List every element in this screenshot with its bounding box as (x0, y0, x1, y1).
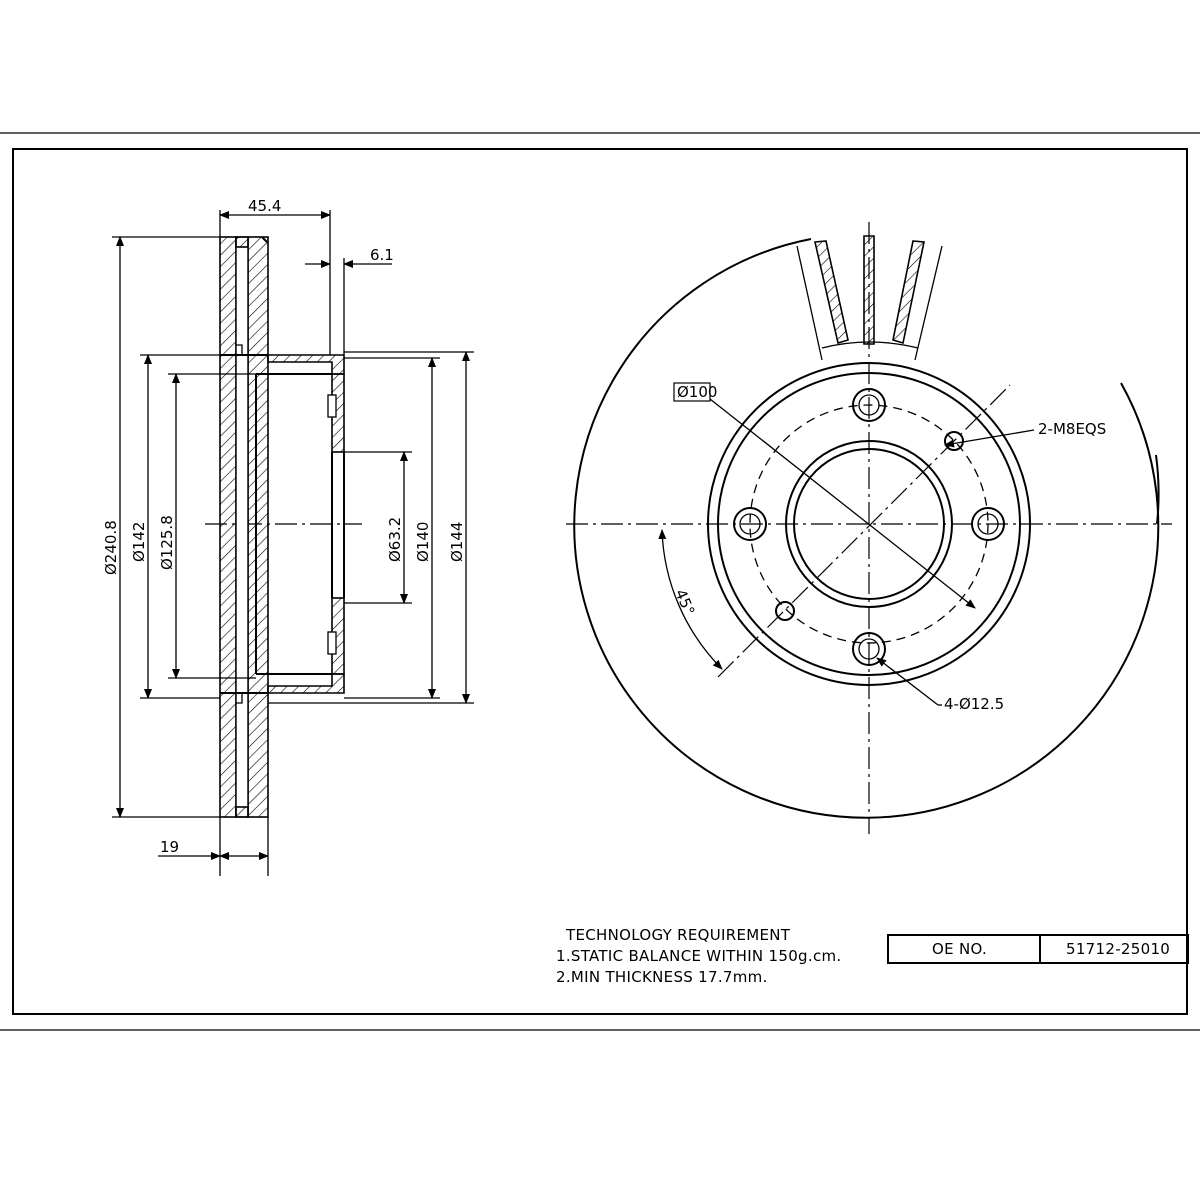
title-block-box (887, 934, 1189, 964)
rotor-outer-edge (573, 238, 1160, 819)
bolt-hole-section-bottom (327, 631, 337, 655)
vane-left (814, 240, 849, 345)
dim-142: Ø142 (130, 522, 148, 562)
thread-hole-lower (775, 601, 795, 621)
dim-240-8: Ø240.8 (102, 520, 120, 575)
hat-bottom-wall (267, 673, 345, 694)
dim-19: 19 (160, 838, 179, 856)
rotor-outer-edge-right (1155, 454, 1160, 525)
rotor-plate-inner (247, 236, 269, 818)
dim-thread-holes: 2-M8EQS (1038, 420, 1106, 438)
diag-centerline (717, 384, 1011, 678)
dim-125-8: Ø125.8 (158, 515, 176, 570)
pcd-dim-line (709, 398, 976, 609)
dim-6-1: 6.1 (370, 246, 394, 264)
dim-bolt-holes: 4-Ø12.5 (944, 695, 1004, 713)
notes-line-1: 1.STATIC BALANCE WITHIN 150g.cm. (556, 947, 841, 965)
sheet-frame (0, 132, 1200, 1031)
oe-number: 51712-25010 (1066, 940, 1170, 958)
vent-cap-top (235, 236, 249, 248)
cutaway-line (914, 245, 943, 361)
rotor-plate-outer (219, 236, 237, 818)
hat-top-wall (267, 354, 345, 375)
dim-140: Ø140 (414, 522, 432, 562)
step-mark-bottom (236, 693, 243, 704)
technology-notes: TECHNOLOGY REQUIREMENT 1.STATIC BALANCE … (556, 926, 841, 986)
vent-cutaway (796, 235, 943, 361)
dim-144: Ø144 (448, 522, 466, 562)
vane-right (892, 240, 925, 345)
dim-pcd: Ø100 (677, 383, 717, 401)
dim-63-2: Ø63.2 (386, 517, 404, 562)
chamfer (261, 236, 269, 244)
bolt-hole-bottom (852, 632, 886, 666)
oe-label: OE NO. (932, 940, 987, 958)
vent-cap-bottom (235, 806, 249, 818)
front-view: Ø100 2-M8EQS 45° 4-Ø12.5 (566, 222, 1172, 834)
vane-center (863, 235, 875, 345)
cutaway-line (796, 245, 823, 361)
section-view: 45.4 6.1 Ø240.8 Ø142 Ø125.8 Ø63.2 Ø140 Ø… (102, 197, 474, 876)
title-block: OE NO. 51712-25010 (887, 934, 1189, 964)
drawing-frame (12, 148, 1188, 1015)
notes-line-2: 2.MIN THICKNESS 17.7mm. (556, 968, 768, 986)
notes-title: TECHNOLOGY REQUIREMENT (565, 926, 791, 944)
thread-leader (944, 429, 1035, 448)
bolt-hole-leader (876, 657, 939, 706)
pcd-label-box (673, 382, 711, 402)
angle-arc (658, 529, 723, 670)
dim-45-4: 45.4 (248, 197, 281, 215)
dim-angle: 45° (671, 587, 698, 619)
bolt-hole-section-top (327, 394, 337, 418)
step-mark-top (236, 344, 243, 355)
vent-gap (235, 236, 249, 818)
